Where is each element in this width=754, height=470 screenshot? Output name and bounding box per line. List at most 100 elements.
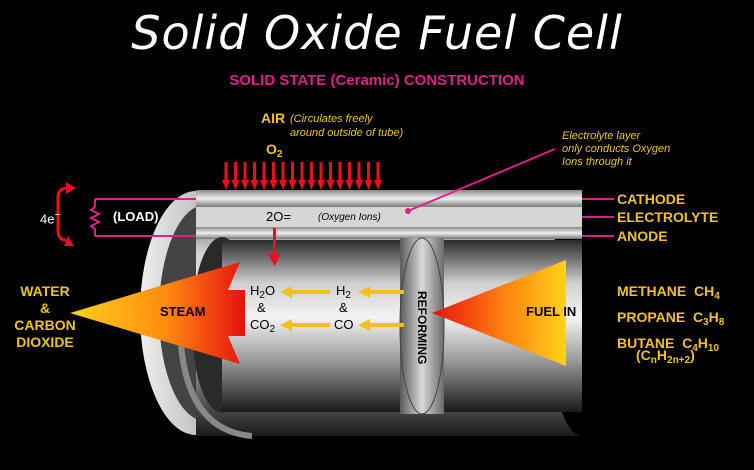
- oxygen-ion-arrow: [268, 228, 281, 266]
- electron-flow-arrowhead-bottom: [64, 236, 74, 246]
- electrons-text: 4e: [40, 211, 55, 227]
- electrolyte-note-leader: [407, 148, 556, 212]
- reaction-amp-right: &: [339, 300, 348, 315]
- propane-s2: 8: [718, 317, 725, 328]
- air-arrows: [222, 162, 382, 190]
- propane-s1: 3: [703, 317, 709, 328]
- butane-name: BUTANE: [617, 335, 675, 351]
- fuel-butane: BUTANE C4H10: [617, 333, 724, 359]
- reforming-label: REFORMING: [415, 291, 429, 365]
- output-line2: &: [39, 300, 51, 316]
- electrons-label: 4e−: [40, 209, 61, 226]
- general-close: ): [690, 347, 695, 363]
- output-line3: CARBON: [14, 317, 76, 333]
- h2o-base: H: [250, 283, 260, 298]
- h2-formula: H2: [336, 283, 351, 301]
- air-arrow: [317, 162, 325, 190]
- reaction-arrows: [280, 286, 404, 331]
- load-label: (LOAD): [113, 209, 159, 224]
- fuel-general-formula: (CnH2n+2): [636, 347, 695, 366]
- air-note-line1: (Circulates freely: [290, 113, 373, 125]
- air-arrow: [279, 162, 287, 190]
- page-title: Solid Oxide Fuel Cell: [131, 6, 623, 60]
- h2-sub: 2: [345, 290, 351, 301]
- general-open: (C: [636, 347, 651, 363]
- fuel-list: METHANE CH4 PROPANE C3H8 BUTANE C4H10: [617, 281, 724, 359]
- butane-f1: C: [682, 335, 693, 351]
- butane-f2: H: [697, 335, 708, 351]
- propane-f1: C: [692, 309, 704, 325]
- reaction-arrow-co2: [280, 319, 330, 331]
- air-arrow: [269, 162, 278, 190]
- electrolyte-label: ELECTROLYTE: [617, 209, 719, 225]
- o2-sub: 2: [276, 149, 283, 160]
- steam-arrow: [70, 262, 245, 364]
- air-note-line2: around outside of tube): [290, 127, 404, 139]
- page-subtitle: SOLID STATE (Ceramic) CONSTRUCTION: [229, 72, 525, 89]
- air-arrow: [336, 162, 344, 190]
- reaction-arrow-h2: [358, 286, 404, 298]
- cathode-label: CATHODE: [617, 191, 686, 207]
- methane-s1: 4: [714, 291, 720, 302]
- air-arrow: [260, 162, 268, 190]
- reaction-arrow-co: [358, 319, 404, 331]
- co2-formula: CO2: [250, 317, 275, 335]
- cathode-layer: [196, 190, 582, 207]
- propane-name: PROPANE: [617, 309, 686, 325]
- h2o-rest: O: [264, 283, 276, 298]
- electrolyte-note-line1: Electrolyte layer: [562, 130, 641, 142]
- fuel-in-label: FUEL IN: [526, 304, 577, 319]
- o2-formula: O2: [266, 141, 282, 160]
- general-s1: n: [650, 355, 657, 366]
- air-arrow: [298, 162, 306, 190]
- co-formula: CO: [334, 317, 354, 332]
- fuel-propane: PROPANE C3H8: [617, 307, 724, 333]
- output-label: WATER & CARBON DIOXIDE: [10, 283, 80, 351]
- o2-base: O: [266, 141, 277, 157]
- air-arrow: [288, 162, 297, 190]
- output-line4: DIOXIDE: [16, 334, 74, 350]
- co2-base: CO: [250, 317, 270, 332]
- electrolyte-note-line3: Ions through it: [562, 156, 632, 168]
- electron-flow-arrow: [56, 186, 69, 242]
- fuel-methane: METHANE CH4: [617, 281, 724, 307]
- layer-leader-lines: [407, 148, 614, 237]
- electrons-sign: −: [54, 209, 61, 221]
- air-arrow: [364, 162, 373, 190]
- air-arrow: [222, 162, 230, 190]
- air-arrow: [241, 162, 249, 190]
- air-arrow: [326, 162, 335, 190]
- general-mid: H: [656, 347, 668, 363]
- electron-flow-arrowhead-top: [66, 182, 76, 194]
- air-arrow: [374, 162, 382, 190]
- general-s2: 2n+2: [667, 355, 691, 366]
- air-arrow: [355, 162, 363, 190]
- electrolyte-note-line2: only conducts Oxygen: [562, 143, 671, 155]
- h2o-formula: H2O: [250, 283, 275, 301]
- butane-s2: 10: [707, 343, 720, 354]
- oxygen-ion-formula: 2O=: [266, 209, 291, 224]
- propane-f2: H: [708, 309, 719, 325]
- reforming-ring: [400, 238, 444, 414]
- co2-sub: 2: [269, 324, 276, 335]
- h2o-sub: 2: [259, 290, 265, 301]
- output-line1: WATER: [20, 283, 70, 299]
- oxygen-ion-label: (Oxygen Ions): [318, 212, 381, 223]
- air-arrow: [250, 162, 259, 190]
- steam-label: STEAM: [160, 304, 206, 319]
- reaction-arrow-h2o: [280, 286, 330, 298]
- methane-f1: CH: [694, 283, 715, 299]
- anode-label: ANODE: [617, 228, 668, 244]
- reaction-amp-left: &: [257, 300, 266, 315]
- air-arrow: [345, 162, 354, 190]
- anode-layer: [196, 227, 582, 239]
- air-arrow: [307, 162, 316, 190]
- external-circuit: [88, 198, 196, 237]
- air-arrow: [231, 162, 240, 190]
- methane-name: METHANE: [617, 283, 687, 299]
- electrolyte-note-dot: [405, 208, 411, 214]
- air-note: (Circulates freely around outside of tub…: [290, 112, 403, 140]
- air-label: AIR: [261, 110, 286, 126]
- h2-base: H: [336, 283, 346, 298]
